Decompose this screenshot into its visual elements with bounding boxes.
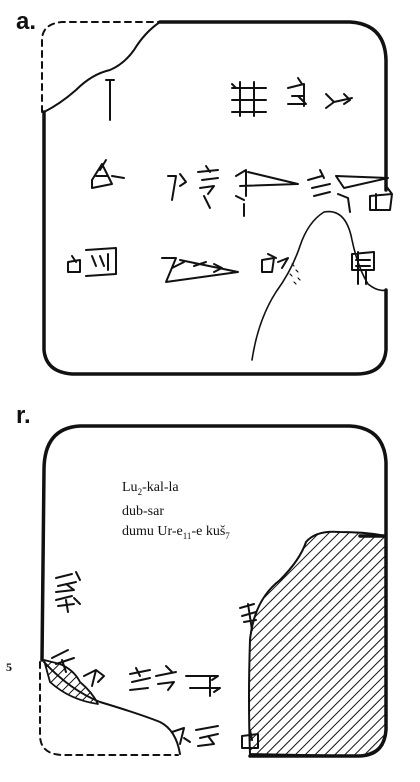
cuneiform-sign xyxy=(51,649,75,673)
obverse-damage-dots xyxy=(289,263,301,285)
transliteration-line-1: Lu2-kal-la xyxy=(122,480,179,497)
cuneiform-sign xyxy=(241,729,259,749)
cuneiform-sign xyxy=(239,603,257,631)
cuneiform-sign xyxy=(195,725,219,747)
cuneiform-sign-long xyxy=(335,175,389,213)
obverse-broken-edge xyxy=(41,21,161,113)
reverse-line-signs xyxy=(51,571,259,749)
obverse-side-label: a. xyxy=(16,8,37,35)
obverse-tablet xyxy=(41,20,393,376)
cuneiform-sign xyxy=(261,253,289,273)
reverse-hatched-damage xyxy=(248,530,387,757)
cuneiform-sign xyxy=(155,665,177,691)
cuneiform-sign-long xyxy=(235,169,299,217)
cuneiform-sign xyxy=(325,93,353,109)
cuneiform-sign xyxy=(171,727,191,745)
obverse-line-3-signs xyxy=(67,247,375,285)
line-number: 5 xyxy=(6,660,12,674)
obverse-outline xyxy=(42,20,388,376)
cuneiform-sign xyxy=(185,675,221,697)
obverse-break-line xyxy=(43,21,161,113)
reverse-tablet xyxy=(39,424,388,758)
cuneiform-sign xyxy=(351,251,375,285)
cuneiform-sign xyxy=(83,669,105,687)
cuneiform-sign xyxy=(129,667,151,691)
cuneiform-wedge xyxy=(105,79,115,121)
obverse-line-1-signs xyxy=(105,77,353,121)
reverse-broken-edge xyxy=(39,661,179,756)
cuneiform-sign xyxy=(85,247,117,277)
cuneiform-sign xyxy=(197,165,219,209)
reverse-side-label: r. xyxy=(16,402,31,429)
transliteration-caption: Lu2-kal-la dub-sar dumu Ur-e11-e kuš7 xyxy=(122,478,230,546)
transliteration-line-2: dub-sar xyxy=(122,503,164,519)
cuneiform-sign xyxy=(369,185,393,211)
cuneiform-sign xyxy=(55,595,81,613)
transliteration-line-3: dumu Ur-e11-e kuš7 xyxy=(122,523,230,541)
cuneiform-sign-grid xyxy=(231,81,267,117)
cuneiform-sign xyxy=(91,159,125,189)
cuneiform-sign xyxy=(287,77,307,107)
cuneiform-sign xyxy=(307,169,331,197)
obverse-damaged-area xyxy=(251,210,387,361)
obverse-line-2-signs xyxy=(91,159,393,217)
cuneiform-sign xyxy=(55,571,81,593)
cuneiform-sign xyxy=(67,255,81,273)
reverse-hatched-damage-left xyxy=(43,659,99,705)
cuneiform-sign xyxy=(167,173,187,201)
cuneiform-sign-long xyxy=(161,257,239,283)
